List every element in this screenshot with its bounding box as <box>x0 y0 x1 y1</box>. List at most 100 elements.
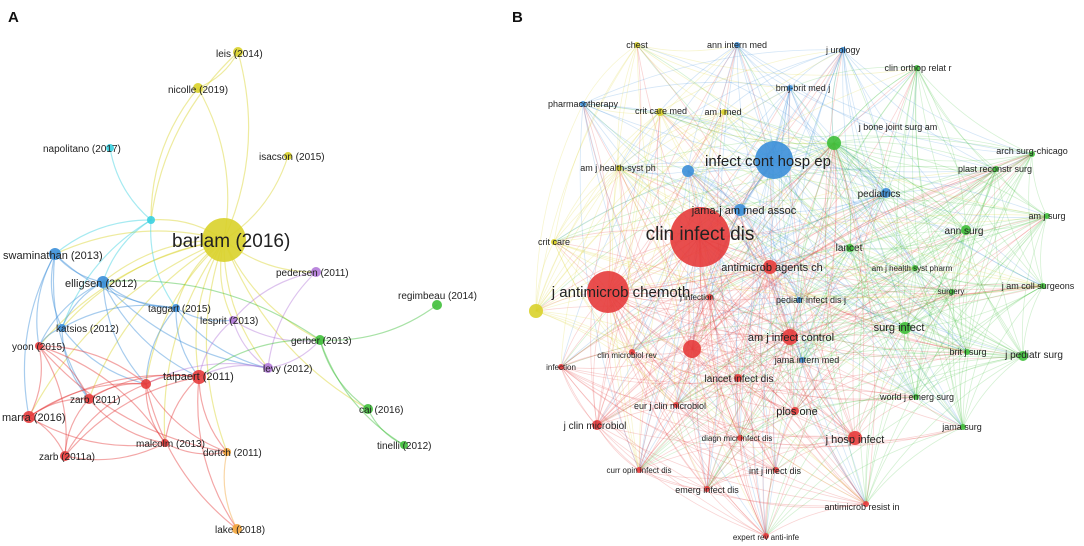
network-edge <box>631 351 739 379</box>
network-edge <box>659 111 1044 287</box>
network-edge <box>638 267 916 471</box>
node-label-am_j_med: am j med <box>704 107 741 117</box>
network-edge <box>50 253 63 329</box>
node-label-clin_microbiol_rev: clin microbiol rev <box>597 351 657 360</box>
node-label-world_j_emerg_surg: world j emerg surg <box>879 392 954 402</box>
network-edge <box>916 67 1024 357</box>
network-edge <box>691 333 968 353</box>
network-edge <box>582 103 693 350</box>
network-edge <box>915 285 1044 398</box>
network-edge <box>849 229 967 250</box>
network-edge <box>618 135 1033 169</box>
network-edge <box>691 348 964 428</box>
network-edge <box>788 87 856 439</box>
network-edge <box>842 49 964 428</box>
network-edge <box>691 348 777 471</box>
network-edge <box>596 424 867 505</box>
network-edge <box>842 49 1044 287</box>
network-edge <box>535 310 777 471</box>
network-edge <box>638 266 771 471</box>
node-label-chest: chest <box>626 40 648 50</box>
network-node-lancet_infect_dis <box>734 374 742 382</box>
network-node-clin_infect_dis <box>670 207 730 267</box>
network-edge <box>1022 285 1044 357</box>
network-edge <box>553 111 725 243</box>
network-node-jama_intern_med <box>799 357 805 363</box>
network-edge <box>904 229 967 329</box>
network-edge <box>596 424 640 471</box>
network-edge <box>609 167 640 471</box>
node-label-ann_intern_med: ann intern med <box>707 40 767 50</box>
network-edge <box>618 111 661 169</box>
network-node-dortch <box>223 448 231 456</box>
node-label-clin_orthop_relat_r: clin orthop relat r <box>884 63 951 73</box>
network-edge <box>739 410 796 439</box>
network-edge <box>797 49 844 301</box>
network-edge <box>638 142 835 471</box>
network-edge <box>582 49 844 105</box>
network-edge <box>596 424 767 537</box>
network-edge <box>596 247 851 426</box>
network-node-j_clin_microbiol <box>592 420 602 430</box>
network-edge <box>706 247 851 490</box>
network-node-j_am_coll_surgeons <box>1040 283 1046 289</box>
network-edge <box>223 51 250 241</box>
network-edge <box>709 296 777 471</box>
network-edge <box>738 266 771 439</box>
network-edge <box>535 310 739 379</box>
network-edge <box>914 229 967 269</box>
network-edge <box>789 267 916 338</box>
network-edge <box>833 67 918 144</box>
network-edge <box>28 345 42 418</box>
network-node-surg_infect <box>899 322 911 334</box>
network-edge <box>696 296 711 490</box>
node-label-eur_j_clin_microbiol: eur j clin microbiol <box>634 401 706 411</box>
network-edge <box>739 67 918 439</box>
network-edge <box>582 103 689 172</box>
network-node-diagn_micr_infect_dis <box>737 435 743 441</box>
network-edge <box>735 159 775 439</box>
network-edge <box>794 291 953 412</box>
network-edge <box>54 253 177 309</box>
network-edge <box>596 285 1044 426</box>
network-edge <box>773 67 918 161</box>
network-edge <box>560 348 693 369</box>
network-edge <box>780 87 800 301</box>
network-edge <box>739 355 1024 439</box>
network-edge <box>607 291 767 537</box>
network-edge <box>789 142 835 338</box>
network-edge <box>675 404 741 439</box>
network-edge <box>993 168 1024 357</box>
network-edge <box>627 111 661 353</box>
network-edge <box>709 296 796 412</box>
network-edge <box>914 67 953 293</box>
network-edge <box>636 44 1048 217</box>
network-node-lancet <box>846 244 854 252</box>
network-edge <box>596 351 633 426</box>
network-edge <box>23 253 56 418</box>
network-edge <box>61 327 147 385</box>
network-edge <box>709 296 968 353</box>
network-edge <box>607 111 661 293</box>
network-edge <box>778 87 803 361</box>
network-edge <box>773 159 968 353</box>
network-edge <box>765 426 964 537</box>
network-edge <box>911 67 964 428</box>
network-edge <box>765 247 851 537</box>
network-edge <box>765 355 1024 537</box>
network-node-pedersen <box>311 267 321 277</box>
node-label-expert_rev: expert rev anti-infe <box>733 533 800 542</box>
network-edge <box>765 285 1044 537</box>
panel-a-citation-network: A barlam (2016)leis (2014)nicolle (2019)… <box>2 9 477 536</box>
network-edge <box>737 247 851 379</box>
network-edge <box>706 410 796 490</box>
network-edge <box>914 168 997 269</box>
network-edge <box>618 167 1024 357</box>
network-edge <box>833 141 997 170</box>
network-edge <box>607 291 741 439</box>
network-edge <box>553 167 620 243</box>
network-edge <box>618 111 725 169</box>
network-edge <box>833 142 997 171</box>
network-edge <box>739 209 964 428</box>
network-edge <box>865 351 968 505</box>
